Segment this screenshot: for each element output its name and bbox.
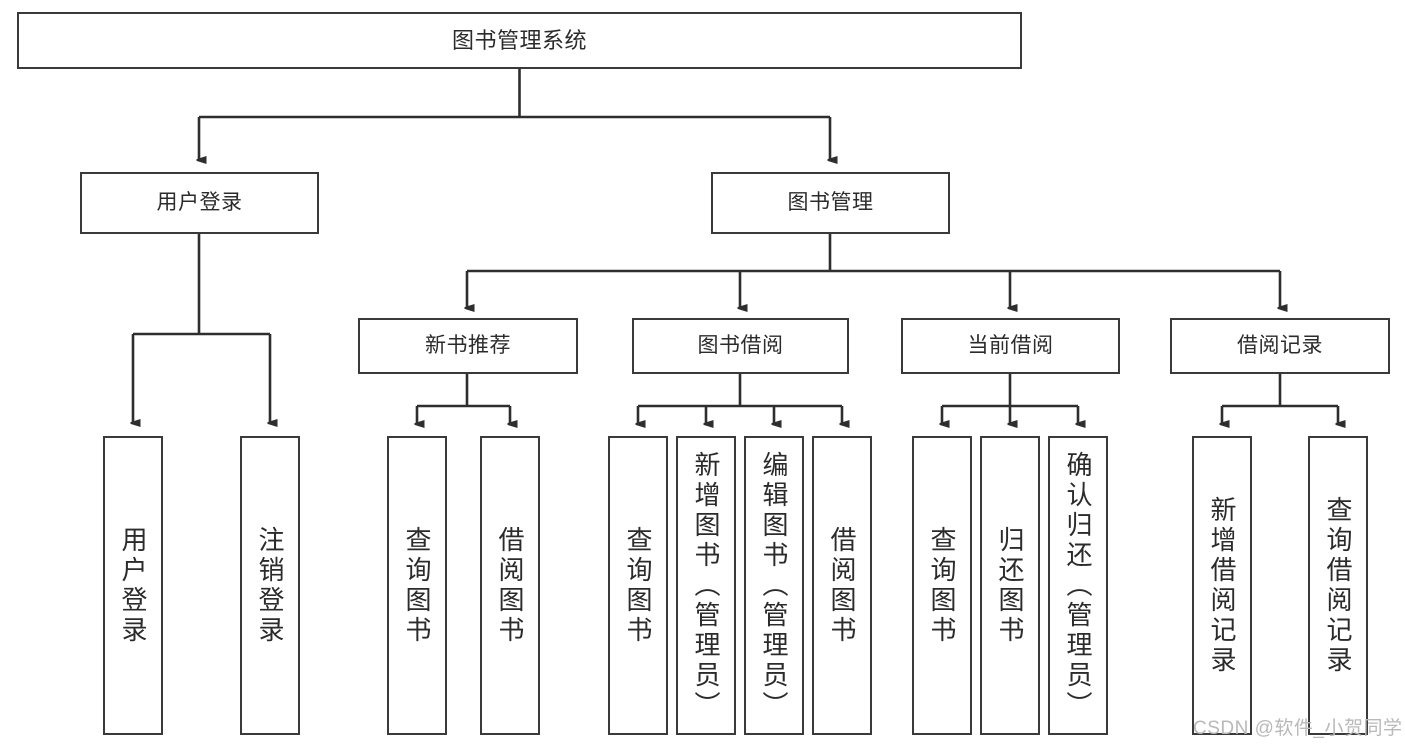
node-label: 借阅图书 bbox=[827, 525, 857, 646]
node-label: 当前借阅 bbox=[967, 333, 1054, 357]
node-label: 新书推荐 bbox=[425, 333, 511, 357]
leaf-record-add-record[interactable]: 新增借阅记录 bbox=[1192, 436, 1252, 735]
leaf-borrow-edit-book[interactable]: 编辑图书（管理员） bbox=[744, 436, 804, 735]
node-label: 用户登录 bbox=[118, 525, 148, 646]
leaf-current-query-book[interactable]: 查询图书 bbox=[912, 436, 972, 735]
node-label: 图书借阅 bbox=[697, 333, 784, 357]
node-borrow-record[interactable]: 借阅记录 bbox=[1170, 318, 1390, 374]
node-label: 借阅记录 bbox=[1237, 333, 1323, 357]
node-label: 用户登录 bbox=[156, 190, 243, 214]
node-label: 图书管理系统 bbox=[451, 27, 587, 53]
node-book-borrow[interactable]: 图书借阅 bbox=[632, 318, 849, 374]
node-label: 借阅图书 bbox=[495, 525, 525, 646]
leaf-current-confirm-return[interactable]: 确认归还（管理员） bbox=[1048, 436, 1108, 735]
node-label: 新增借阅记录 bbox=[1207, 495, 1237, 676]
node-label: 编辑图书（管理员） bbox=[759, 450, 789, 721]
leaf-borrow-borrow-book[interactable]: 借阅图书 bbox=[812, 436, 872, 735]
node-label: 查询图书 bbox=[927, 525, 957, 646]
node-label: 归还图书 bbox=[995, 525, 1025, 646]
node-label: 查询图书 bbox=[623, 525, 653, 646]
node-label: 查询图书 bbox=[402, 525, 432, 646]
leaf-recommend-borrow-book[interactable]: 借阅图书 bbox=[480, 436, 540, 735]
node-label: 新增图书（管理员） bbox=[691, 450, 721, 721]
node-root-system[interactable]: 图书管理系统 bbox=[17, 12, 1022, 69]
node-label: 图书管理 bbox=[787, 190, 874, 214]
node-current-borrow[interactable]: 当前借阅 bbox=[901, 318, 1120, 374]
leaf-recommend-query-book[interactable]: 查询图书 bbox=[387, 436, 447, 735]
leaf-current-return-book[interactable]: 归还图书 bbox=[980, 436, 1040, 735]
leaf-borrow-add-book[interactable]: 新增图书（管理员） bbox=[676, 436, 736, 735]
node-label: 注销登录 bbox=[255, 525, 285, 646]
leaf-record-query-record[interactable]: 查询借阅记录 bbox=[1308, 436, 1368, 735]
leaf-user-login-login[interactable]: 用户登录 bbox=[103, 436, 163, 735]
node-user-login[interactable]: 用户登录 bbox=[80, 172, 319, 234]
leaf-borrow-query-book[interactable]: 查询图书 bbox=[608, 436, 668, 735]
node-new-book-recommend[interactable]: 新书推荐 bbox=[358, 318, 578, 374]
node-label: 查询借阅记录 bbox=[1323, 495, 1353, 676]
node-book-management[interactable]: 图书管理 bbox=[711, 172, 950, 234]
node-label: 确认归还（管理员） bbox=[1063, 450, 1093, 721]
leaf-user-login-logout[interactable]: 注销登录 bbox=[240, 436, 300, 735]
